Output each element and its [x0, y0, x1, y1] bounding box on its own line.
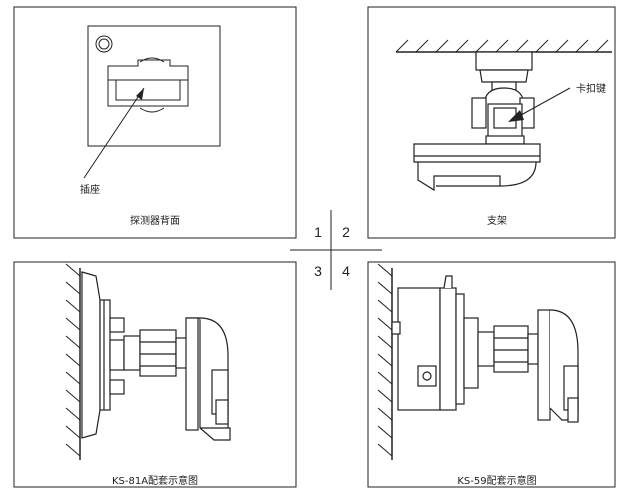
bracket — [537, 309, 579, 423]
socket-callout-line — [83, 87, 145, 179]
ks-59-detector — [391, 275, 539, 411]
panel-1-number: 1 — [314, 224, 322, 240]
panel-2-number: 2 — [342, 224, 350, 240]
panel-2-frame — [367, 6, 616, 239]
panel-1-frame — [13, 6, 297, 239]
panel-2-caption: 支架 — [487, 215, 507, 227]
socket-housing — [107, 59, 189, 107]
panel-3-caption: KS-81A配套示意图 — [112, 474, 198, 487]
socket — [115, 79, 181, 101]
arrow-icon — [136, 88, 144, 100]
panel-4-frame — [367, 261, 616, 488]
panel-4-caption: KS-59配套示意图 — [457, 474, 536, 487]
clip-key-callout-label: 卡扣键 — [576, 82, 606, 95]
panel-4-number: 4 — [342, 263, 350, 279]
socket-callout-label: 插座 — [80, 183, 100, 196]
panel-2: 卡扣键 支架 — [367, 6, 616, 239]
panel-3-number: 3 — [314, 263, 322, 279]
arrow-icon — [508, 110, 524, 122]
screw-hole-icon — [95, 35, 113, 53]
ks-81a-detector — [81, 271, 189, 439]
panel-1: 插座 探测器背面 — [13, 6, 297, 239]
panel-1-caption: 探测器背面 — [130, 214, 180, 227]
panel-number-cross: 1 2 3 4 — [290, 210, 382, 290]
detector-back-plate — [87, 25, 221, 147]
bracket — [413, 51, 541, 192]
panel-3-frame — [13, 261, 297, 488]
bracket — [185, 317, 231, 441]
panel-4: KS-59配套示意图 — [367, 261, 616, 488]
panel-3: KS-81A配套示意图 — [13, 261, 297, 488]
